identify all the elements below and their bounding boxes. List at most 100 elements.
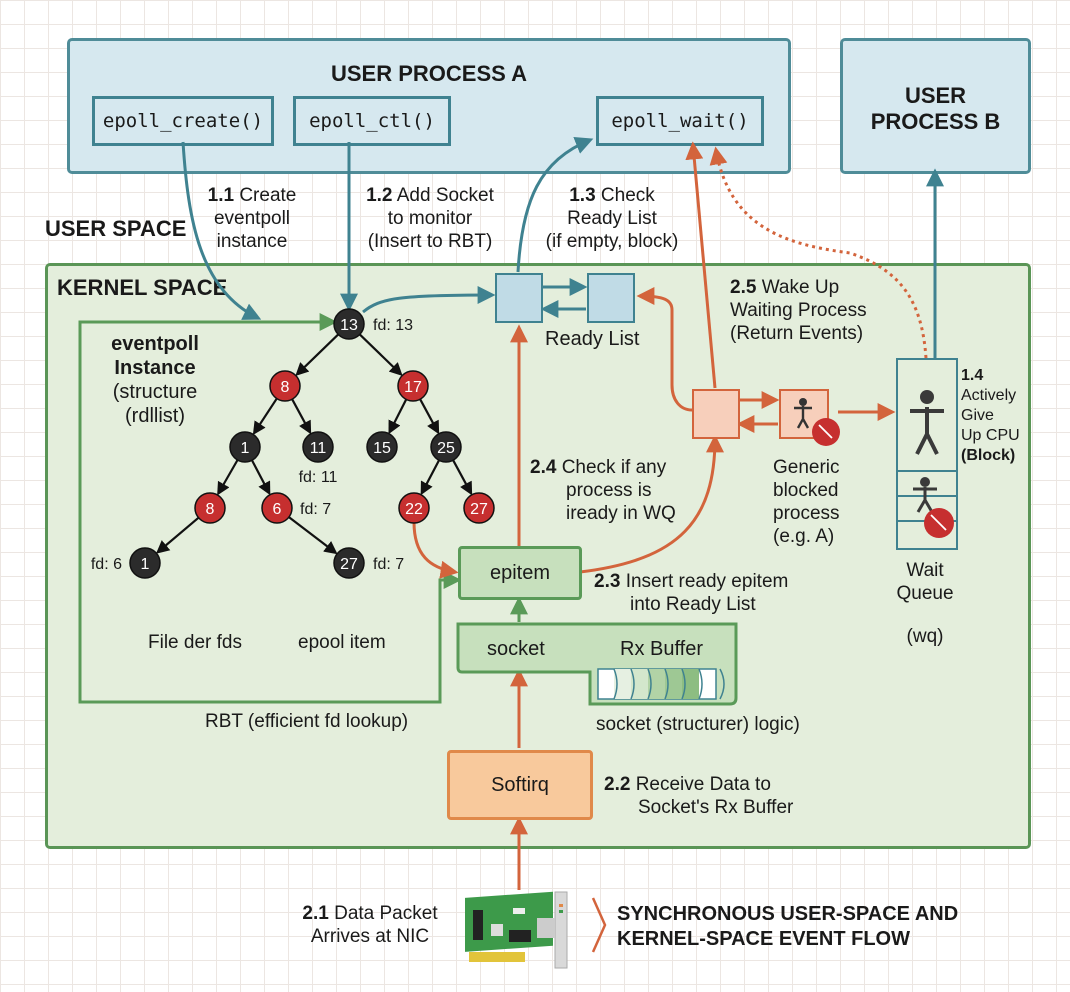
wq-entry-head: [692, 389, 740, 439]
tree-node-value: 8: [281, 379, 290, 396]
tree-node-value: 17: [404, 379, 422, 396]
tree-node[interactable]: 15: [366, 431, 398, 463]
softirq-label: Softirq: [491, 773, 549, 796]
generic-blocked-label: Generic blocked process (e.g. A): [773, 456, 840, 548]
arrow-node22-to-epitem: [412, 521, 459, 579]
tree-node-circle: [397, 370, 429, 402]
tree-node-fd-label: fd: 11: [299, 469, 338, 486]
ready-list-node-2: [587, 273, 635, 323]
eventpoll-line3: (structure: [112, 381, 198, 403]
user-process-b: USER PROCESS B: [840, 38, 1031, 174]
step-2-5-text3: (Return Events): [730, 323, 864, 344]
tree-node[interactable]: 8: [194, 492, 226, 524]
rbt-caption: RBT (efficient fd lookup): [205, 711, 409, 732]
file-fds-caption: File der fds: [148, 632, 242, 653]
tree-node-value: 8: [206, 501, 215, 518]
tree-edge: [291, 398, 312, 435]
epoll-wait-box[interactable]: epoll_wait(): [596, 96, 764, 146]
tree-node-value: 13: [340, 317, 358, 334]
tree-node-fd-label: fd: 13: [373, 317, 413, 334]
tree-node-circle: [333, 308, 365, 340]
tree-node-value: 1: [241, 440, 250, 457]
person-icon: [794, 398, 812, 429]
step-1-4: 1.4 Actively Give Up CPU (Block): [961, 366, 1020, 466]
step-2-3-num: 2.3: [594, 571, 621, 592]
tree-node[interactable]: 8: [269, 370, 301, 402]
tree-edge: [250, 459, 271, 496]
step-1-3-text2: Ready List: [567, 208, 657, 229]
waiting-process-icon: [913, 477, 937, 513]
arrow-wq-to-ready: [636, 287, 693, 412]
generic-blocked-line2: blocked: [773, 480, 839, 501]
step-1-2: 1.2 Add Socket to monitor (Insert to RBT…: [355, 184, 505, 253]
step-2-3-text1: Insert ready epitem: [625, 571, 789, 592]
eventpoll-instance-label: eventpoll Instance (structure (rdllist): [92, 332, 218, 428]
tree-node[interactable]: 1: [229, 431, 261, 463]
step-2-5: 2.5 Wake Up Waiting Process (Return Even…: [730, 276, 867, 345]
step-2-5-num: 2.5: [730, 277, 757, 298]
user-process-b-title: USER PROCESS B: [843, 83, 1028, 135]
tree-node-circle: [194, 492, 226, 524]
step-1-3-num: 1.3: [569, 185, 596, 206]
step-2-4-num: 2.4: [530, 457, 557, 478]
step-1-2-text2: to monitor: [387, 208, 473, 229]
tree-edge: [420, 459, 441, 496]
diagram-title-line1: SYNCHRONOUS USER-SPACE AND: [617, 903, 959, 925]
diagram-title: SYNCHRONOUS USER-SPACE AND KERNEL-SPACE …: [617, 902, 958, 952]
tree-node[interactable]: 17: [397, 370, 429, 402]
tree-node[interactable]: 1 fd: 6: [91, 547, 161, 579]
wait-queue-line3: (wq): [906, 626, 944, 647]
epool-item-caption: epool item: [298, 632, 386, 653]
wait-queue-label: Wait Queue (wq): [890, 559, 960, 648]
ready-list-node-1: [495, 273, 543, 323]
epitem-box[interactable]: epitem: [458, 546, 582, 600]
step-2-1-text1: Data Packet: [334, 903, 438, 924]
step-1-1-text3: instance: [216, 231, 288, 252]
arrow-1-1: [181, 141, 262, 320]
tree-node[interactable]: 27: [463, 492, 495, 524]
tree-edge: [452, 459, 473, 496]
user-process-b-title-line1: USER: [904, 83, 967, 108]
step-1-2-num: 1.2: [366, 185, 393, 206]
step-2-2-num: 2.2: [604, 774, 631, 795]
step-2-1: 2.1 Data Packet Arrives at NIC: [280, 902, 460, 948]
arrow-2-4: [579, 434, 724, 574]
tree-node-value: 15: [373, 440, 391, 457]
arrow-root-to-ready: [362, 286, 496, 314]
step-2-5-text1: Wake Up: [761, 277, 840, 298]
tree-node-fd-label: fd: 6: [91, 556, 122, 573]
tree-node-circle: [269, 370, 301, 402]
tree-node-value: 27: [340, 556, 358, 573]
tree-node-value: 1: [141, 556, 150, 573]
tree-node-circle: [398, 492, 430, 524]
tree-node[interactable]: 22: [398, 492, 430, 524]
blocked-badge-icon: [812, 418, 840, 446]
tree-node-circle: [129, 547, 161, 579]
tree-node-value: 6: [273, 501, 282, 518]
tree-edge: [155, 516, 200, 554]
step-1-1-text2: eventpoll: [213, 208, 291, 229]
step-1-1: 1.1 Create eventpoll instance: [192, 184, 312, 253]
wq-entry-blocked: [779, 389, 829, 439]
tree-node-value: 27: [470, 501, 488, 518]
tree-edge: [217, 459, 239, 496]
rbt-frame: [78, 320, 462, 704]
softirq-box[interactable]: Softirq: [447, 750, 593, 820]
eventpoll-line2: Instance: [114, 357, 196, 379]
tree-node[interactable]: 25: [430, 431, 462, 463]
epoll-ctl-box[interactable]: epoll_ctl(): [293, 96, 451, 146]
step-2-5-text2: Waiting Process: [730, 300, 867, 321]
tree-edge: [359, 333, 403, 377]
wait-queue-line2: Queue: [896, 583, 954, 604]
epoll-ctl-label: epoll_ctl(): [309, 110, 435, 132]
step-2-2-text1: Receive Data to: [635, 774, 771, 795]
epoll-wait-label: epoll_wait(): [611, 110, 749, 132]
step-2-3-text2: into Ready List: [630, 594, 756, 615]
tree-node[interactable]: 13 fd: 13: [333, 308, 413, 340]
epitem-label: epitem: [489, 561, 551, 584]
tree-edge: [288, 516, 338, 555]
